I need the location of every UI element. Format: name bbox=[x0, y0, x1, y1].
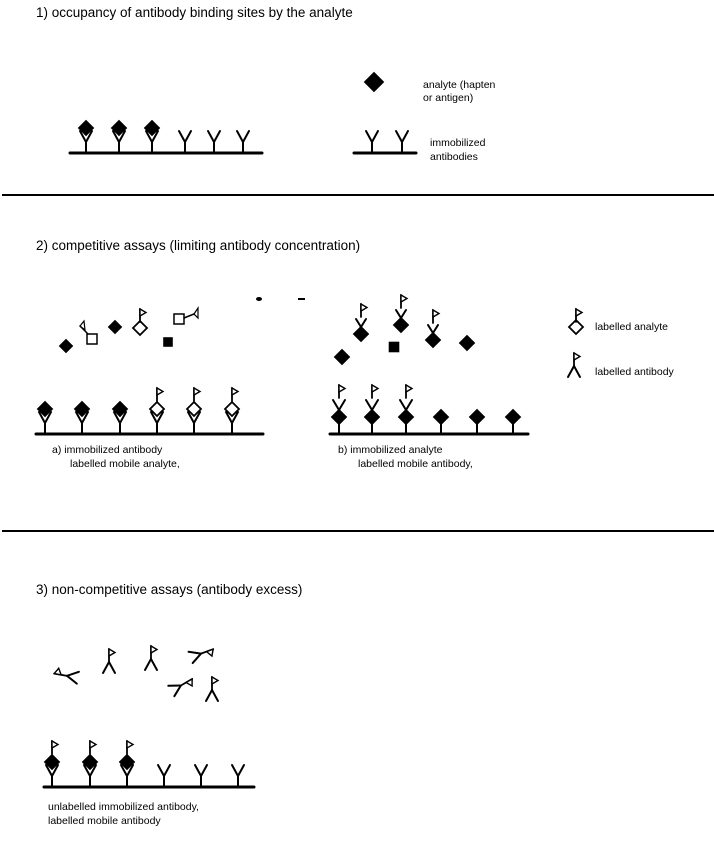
legend-antibody-2 bbox=[395, 130, 409, 154]
mobile-labelled-complex-2b-1 bbox=[392, 293, 410, 334]
legend-antibody-1 bbox=[365, 130, 379, 154]
legend-labelled-antibody-label: labelled antibody bbox=[595, 366, 674, 378]
legend-analyte-label-line2: or antigen) bbox=[423, 92, 474, 104]
free-antibody-s1-2 bbox=[236, 130, 250, 154]
free-antibody-s1-1 bbox=[207, 130, 221, 154]
labelled-antibody-on-analyte-2b-0 bbox=[330, 383, 348, 435]
mobile-analyte-2b-2 bbox=[458, 334, 476, 352]
free-antibody-s3-2 bbox=[231, 764, 245, 788]
caption-a-line2: labelled mobile analyte, bbox=[70, 458, 180, 470]
labelled-bound-antibody-2a-1 bbox=[185, 386, 203, 435]
free-antibody-s1-0 bbox=[178, 130, 192, 154]
mobile-labelled-antibody-s3-3 bbox=[205, 675, 220, 702]
labelled-bound-antibody-2a-0 bbox=[148, 386, 166, 435]
mobile-labelled-complex-2b-2 bbox=[424, 308, 442, 349]
section-divider-2 bbox=[2, 530, 714, 532]
legend-analyte-diamond bbox=[363, 71, 385, 93]
labelled-sandwich-s3-2 bbox=[118, 739, 136, 788]
section-1-heading: 1) occupancy of antibody binding sites b… bbox=[36, 5, 353, 20]
bound-antibody-s1-2 bbox=[143, 119, 161, 154]
mobile-labelled-antibody-s3-2 bbox=[144, 644, 159, 671]
mobile-analyte-2a-2 bbox=[107, 319, 123, 335]
section-divider-1 bbox=[2, 194, 714, 196]
caption-3-line2: labelled mobile antibody bbox=[48, 815, 161, 827]
labelled-bound-antibody-2a-2 bbox=[223, 386, 241, 435]
bound-antibody-2a-1 bbox=[73, 400, 91, 435]
section-2-heading: 2) competitive assays (limiting antibody… bbox=[36, 238, 361, 253]
bound-antibody-2a-2 bbox=[111, 400, 129, 435]
labelled-antibody-on-analyte-2b-2 bbox=[397, 383, 415, 435]
free-antibody-s3-0 bbox=[157, 764, 171, 788]
labelled-sandwich-s3-1 bbox=[81, 739, 99, 788]
mobile-analyte-2b-1 bbox=[333, 348, 351, 366]
caption-b-line1: b) immobilized analyte bbox=[338, 444, 443, 456]
legend-labelled-analyte-label: labelled analyte bbox=[595, 321, 668, 333]
mobile-labelled-analyte-2a-2 bbox=[131, 307, 149, 337]
labelled-sandwich-s3-0 bbox=[43, 739, 61, 788]
mobile-analyte-2a-3 bbox=[163, 337, 173, 347]
mobile-labelled-antibody-s3-6 bbox=[167, 677, 194, 698]
immobilized-analyte-2b-1 bbox=[468, 408, 486, 435]
free-antibody-s3-1 bbox=[194, 764, 208, 788]
bound-antibody-s1-0 bbox=[77, 119, 95, 154]
mobile-analyte-2b-3 bbox=[388, 341, 400, 353]
mobile-labelled-antibody-s3-5 bbox=[187, 648, 215, 665]
legend-labelled-analyte-glyph bbox=[567, 307, 585, 336]
legend-immobilized-label-line1: immobilized bbox=[430, 137, 486, 149]
caption-3-line1: unlabelled immobilized antibody, bbox=[48, 801, 199, 813]
immobilized-analyte-2b-2 bbox=[504, 408, 522, 435]
stray-mark-1 bbox=[256, 297, 262, 301]
legend-labelled-antibody-glyph bbox=[567, 351, 582, 378]
bound-antibody-s1-1 bbox=[110, 119, 128, 154]
labelled-antibody-on-analyte-2b-1 bbox=[363, 383, 381, 435]
legend-analyte-label-line1: analyte (hapten bbox=[423, 79, 496, 91]
immobilized-analyte-2b-0 bbox=[432, 408, 450, 435]
mobile-labelled-analyte-2a-3 bbox=[173, 306, 199, 325]
caption-b-line2: labelled mobile antibody, bbox=[358, 458, 473, 470]
bound-antibody-2a-0 bbox=[36, 400, 54, 435]
mobile-labelled-analyte-2a-1 bbox=[79, 319, 98, 345]
mobile-analyte-2a-1 bbox=[58, 338, 74, 354]
section-3-heading: 3) non-competitive assays (antibody exce… bbox=[36, 582, 303, 597]
mobile-labelled-antibody-s3-1 bbox=[102, 647, 117, 674]
legend-immobilized-label-line2: antibodies bbox=[430, 151, 478, 163]
caption-a-line1: a) immobilized antibody bbox=[52, 444, 163, 456]
mobile-labelled-antibody-s3-4 bbox=[52, 666, 80, 685]
mobile-labelled-complex-2b-0 bbox=[352, 302, 370, 343]
